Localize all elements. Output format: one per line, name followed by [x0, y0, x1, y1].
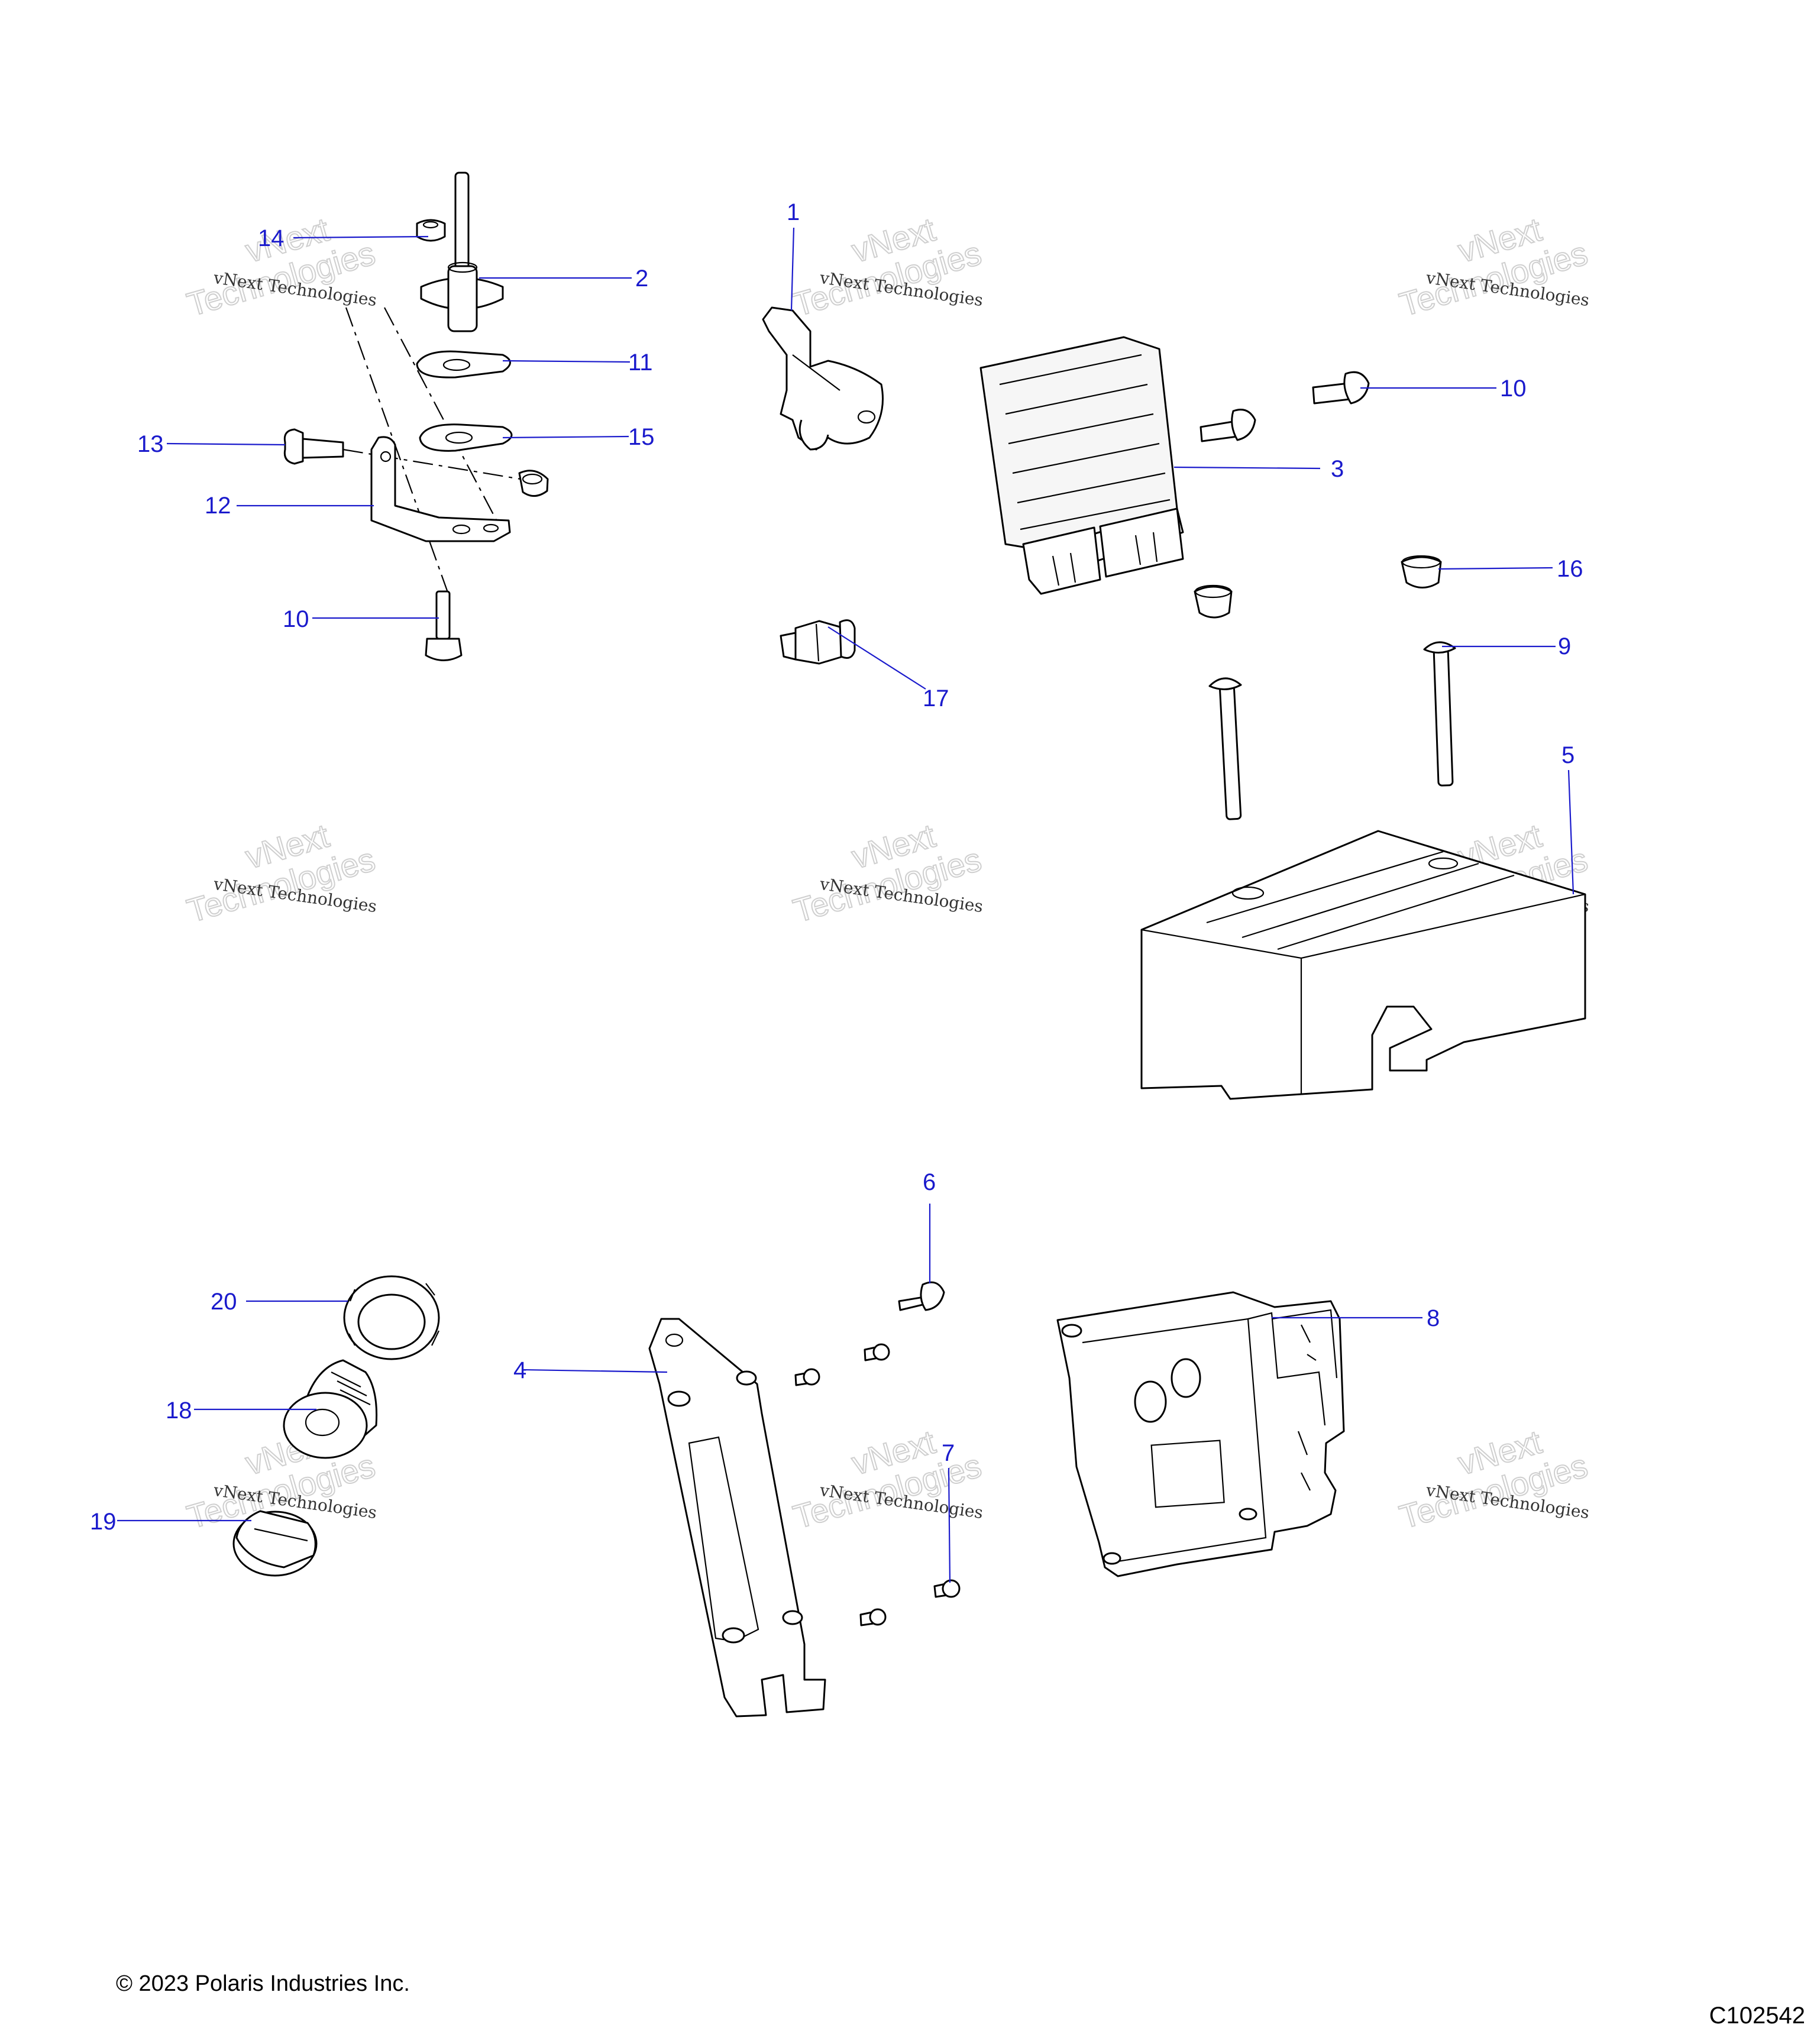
part-10-bolt-lower	[425, 590, 463, 661]
callout-3: 3	[1331, 456, 1344, 482]
callout-17: 17	[923, 685, 949, 711]
part-8-ecu	[1056, 1291, 1345, 1577]
callout-labels: 1 2 3 4 5 6 7 8 9 10 10 11 12 13 14 15 1…	[90, 199, 1583, 1535]
watermark-5: Technologies vNext vNext Technologies	[788, 816, 986, 930]
part-12-bracket	[370, 436, 511, 542]
callout-10b: 10	[283, 606, 309, 632]
part-screws-bracket-lower	[859, 1608, 887, 1626]
watermark-2: Technologies vNext vNext Technologies	[788, 210, 986, 324]
callout-2: 2	[635, 266, 648, 292]
callout-7: 7	[942, 1440, 955, 1466]
callout-16: 16	[1557, 556, 1583, 582]
part-grommet-middle	[1194, 584, 1233, 619]
figure-id: C102542	[1709, 2003, 1805, 2029]
callout-20: 20	[211, 1289, 237, 1315]
part-1-map-sensor	[762, 306, 884, 451]
callout-9: 9	[1558, 633, 1571, 659]
callout-4: 4	[513, 1357, 526, 1383]
callout-19: 19	[90, 1509, 117, 1535]
part-17-pressure-switch	[780, 619, 856, 665]
watermark-1: Technologies vNext vNext Technologies	[182, 210, 380, 324]
leader-lines	[117, 227, 1574, 1583]
callout-6: 6	[923, 1169, 936, 1195]
part-19-connector-cap	[232, 1510, 318, 1577]
callout-14: 14	[258, 225, 284, 251]
part-screws-bracket-upper	[794, 1343, 890, 1386]
callout-15: 15	[628, 424, 655, 450]
watermark-9: Technologies vNext vNext Technologies	[1395, 1422, 1592, 1537]
watermark-4: Technologies vNext vNext Technologies	[182, 816, 380, 930]
callout-18: 18	[166, 1398, 192, 1424]
part-16-grommet	[1401, 555, 1442, 588]
part-3-voltage-regulator	[979, 336, 1184, 595]
centerlines-top-left	[342, 307, 521, 598]
copyright-notice: © 2023 Polaris Industries Inc.	[116, 1971, 410, 1996]
callout-10a: 10	[1500, 376, 1527, 402]
part-10-bolt-right	[1312, 371, 1370, 405]
watermark-3: Technologies vNext vNext Technologies	[1395, 210, 1592, 324]
callout-1: 1	[787, 199, 800, 225]
part-7-screw	[933, 1579, 961, 1598]
callout-11: 11	[628, 350, 653, 376]
part-20-lock-ring	[343, 1275, 440, 1360]
callout-8: 8	[1427, 1305, 1440, 1331]
part-2-temperature-sensor	[420, 172, 504, 332]
callout-13: 13	[137, 431, 164, 457]
callout-5: 5	[1561, 742, 1574, 768]
part-nut-bracket	[518, 470, 549, 497]
part-5-cover	[1140, 830, 1586, 1100]
part-9-long-bolt-right	[1423, 641, 1456, 787]
part-11-gasket	[416, 350, 511, 379]
part-13-bolt	[283, 428, 344, 465]
part-4-ecu-bracket	[648, 1318, 826, 1718]
watermark-8: Technologies vNext vNext Technologies	[788, 1422, 986, 1537]
part-14-nut	[416, 219, 446, 242]
part-9-long-bolt-left	[1208, 677, 1242, 820]
callout-12: 12	[205, 493, 231, 519]
part-6-push-rivet	[898, 1281, 945, 1311]
part-bolt-regulator-left	[1200, 409, 1256, 442]
part-15-gasket	[419, 423, 513, 452]
